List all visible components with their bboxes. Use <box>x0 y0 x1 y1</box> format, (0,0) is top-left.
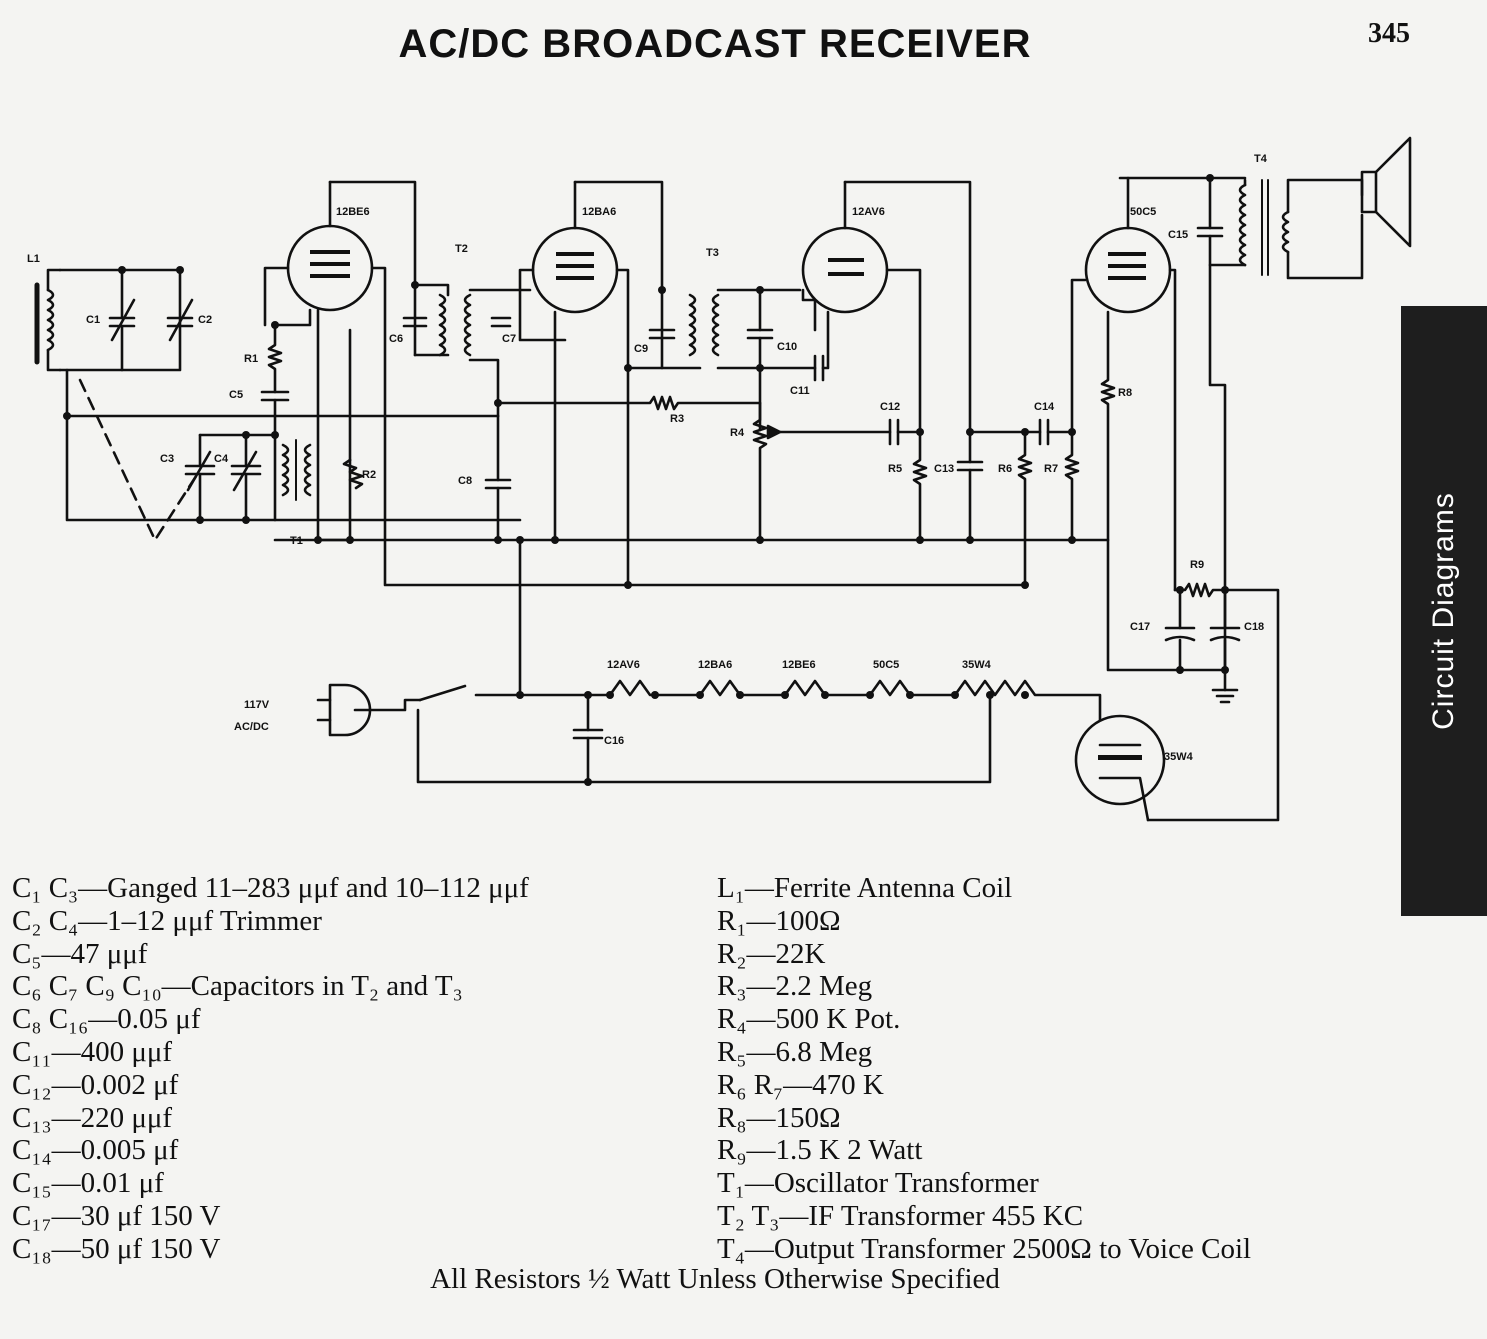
label-c1: C1 <box>86 314 100 326</box>
heater-12be6: 12BE6 <box>782 659 816 671</box>
label-c4: C4 <box>214 453 229 465</box>
section-tab: Circuit Diagrams <box>1401 306 1487 916</box>
label-r8: R8 <box>1118 387 1132 399</box>
part-line: R₁—100Ω <box>717 904 841 937</box>
parts-list-capacitors: C₁ C₃—Ganged 11–283 μμf and 10–112 μμf C… <box>12 872 529 1266</box>
part-line: C₅—47 μμf <box>12 937 148 970</box>
label-c5: C5 <box>229 389 243 401</box>
label-c10: C10 <box>777 341 797 353</box>
part-line: C₁₁—400 μμf <box>12 1035 173 1068</box>
part-line: C₁ C₃—Ganged 11–283 μμf and 10–112 μμf <box>12 872 529 904</box>
label-acdc: AC/DC <box>234 721 269 733</box>
label-r9: R9 <box>1190 559 1204 571</box>
heater-35w4: 35W4 <box>962 659 992 671</box>
part-line: R₄—500 K Pot. <box>717 1003 901 1036</box>
part-line: C₁₃—220 μμf <box>12 1101 173 1134</box>
label-c9: C9 <box>634 343 648 355</box>
parts-list-resistors-transformers: L₁—Ferrite Antenna Coil R₁—100Ω R₂—22K R… <box>717 872 1251 1266</box>
label-r2: R2 <box>362 469 376 481</box>
label-12ba6: 12BA6 <box>582 206 616 218</box>
label-t4: T4 <box>1254 153 1268 165</box>
label-l1: L1 <box>27 253 40 265</box>
label-r6: R6 <box>998 463 1012 475</box>
label-c2: C2 <box>198 314 212 326</box>
part-line: L₁—Ferrite Antenna Coil <box>717 872 1013 904</box>
footer-note: All Resistors ½ Watt Unless Otherwise Sp… <box>430 1263 1000 1295</box>
part-line: C₁₄—0.005 μf <box>12 1134 179 1167</box>
label-r3: R3 <box>670 413 684 425</box>
label-50c5: 50C5 <box>1130 206 1156 218</box>
part-line: C₁₇—30 μf 150 V <box>12 1199 221 1232</box>
part-line: T₄—Output Transformer 2500Ω to Voice Coi… <box>717 1232 1252 1265</box>
part-line: R₆ R₇—470 K <box>717 1068 884 1101</box>
label-c18: C18 <box>1244 621 1264 633</box>
part-line: C₁₂—0.002 μf <box>12 1068 179 1101</box>
label-r1: R1 <box>244 353 258 365</box>
part-line: T₁—Oscillator Transformer <box>717 1167 1039 1200</box>
label-c17: C17 <box>1130 621 1150 633</box>
page-number: 345 <box>1368 18 1410 49</box>
label-t2: T2 <box>455 243 468 255</box>
heater-50c5: 50C5 <box>873 659 899 671</box>
part-line: C₁₈—50 μf 150 V <box>12 1232 221 1265</box>
part-line: R₃—2.2 Meg <box>717 970 873 1003</box>
label-r7: R7 <box>1044 463 1058 475</box>
label-c3: C3 <box>160 453 174 465</box>
label-t3: T3 <box>706 247 719 259</box>
part-line: R₂—22K <box>717 937 826 970</box>
label-c12: C12 <box>880 401 900 413</box>
part-line: C₂ C₄—1–12 μμf Trimmer <box>12 904 322 937</box>
label-12av6: 12AV6 <box>852 206 885 218</box>
label-c14: C14 <box>1034 401 1055 413</box>
label-c16: C16 <box>604 735 624 747</box>
part-line: R₉—1.5 K 2 Watt <box>717 1134 923 1167</box>
heater-12ba6: 12BA6 <box>698 659 732 671</box>
page-title: AC/DC BROADCAST RECEIVER <box>398 22 1032 66</box>
label-117v: 117V <box>244 699 270 711</box>
part-line: R₅—6.8 Meg <box>717 1035 873 1068</box>
label-c7: C7 <box>502 333 516 345</box>
part-line: T₂ T₃—IF Transformer 455 KC <box>717 1199 1084 1232</box>
part-line: C₈ C₁₆—0.05 μf <box>12 1003 201 1036</box>
label-t1: T1 <box>290 535 303 547</box>
label-35w4: 35W4 <box>1164 751 1194 763</box>
part-line: R₈—150Ω <box>717 1101 841 1134</box>
part-line: C₁₅—0.01 μf <box>12 1167 164 1200</box>
label-c6: C6 <box>389 333 403 345</box>
label-c8: C8 <box>458 475 472 487</box>
label-c11: C11 <box>790 385 810 397</box>
label-r5: R5 <box>888 463 902 475</box>
label-c15: C15 <box>1168 229 1188 241</box>
part-line: C₆ C₇ C₉ C₁₀—Capacitors in T₂ and T₃ <box>12 970 463 1003</box>
label-r4: R4 <box>730 427 745 439</box>
label-c13: C13 <box>934 463 954 475</box>
heater-12av6: 12AV6 <box>607 659 640 671</box>
label-12be6: 12BE6 <box>336 206 370 218</box>
